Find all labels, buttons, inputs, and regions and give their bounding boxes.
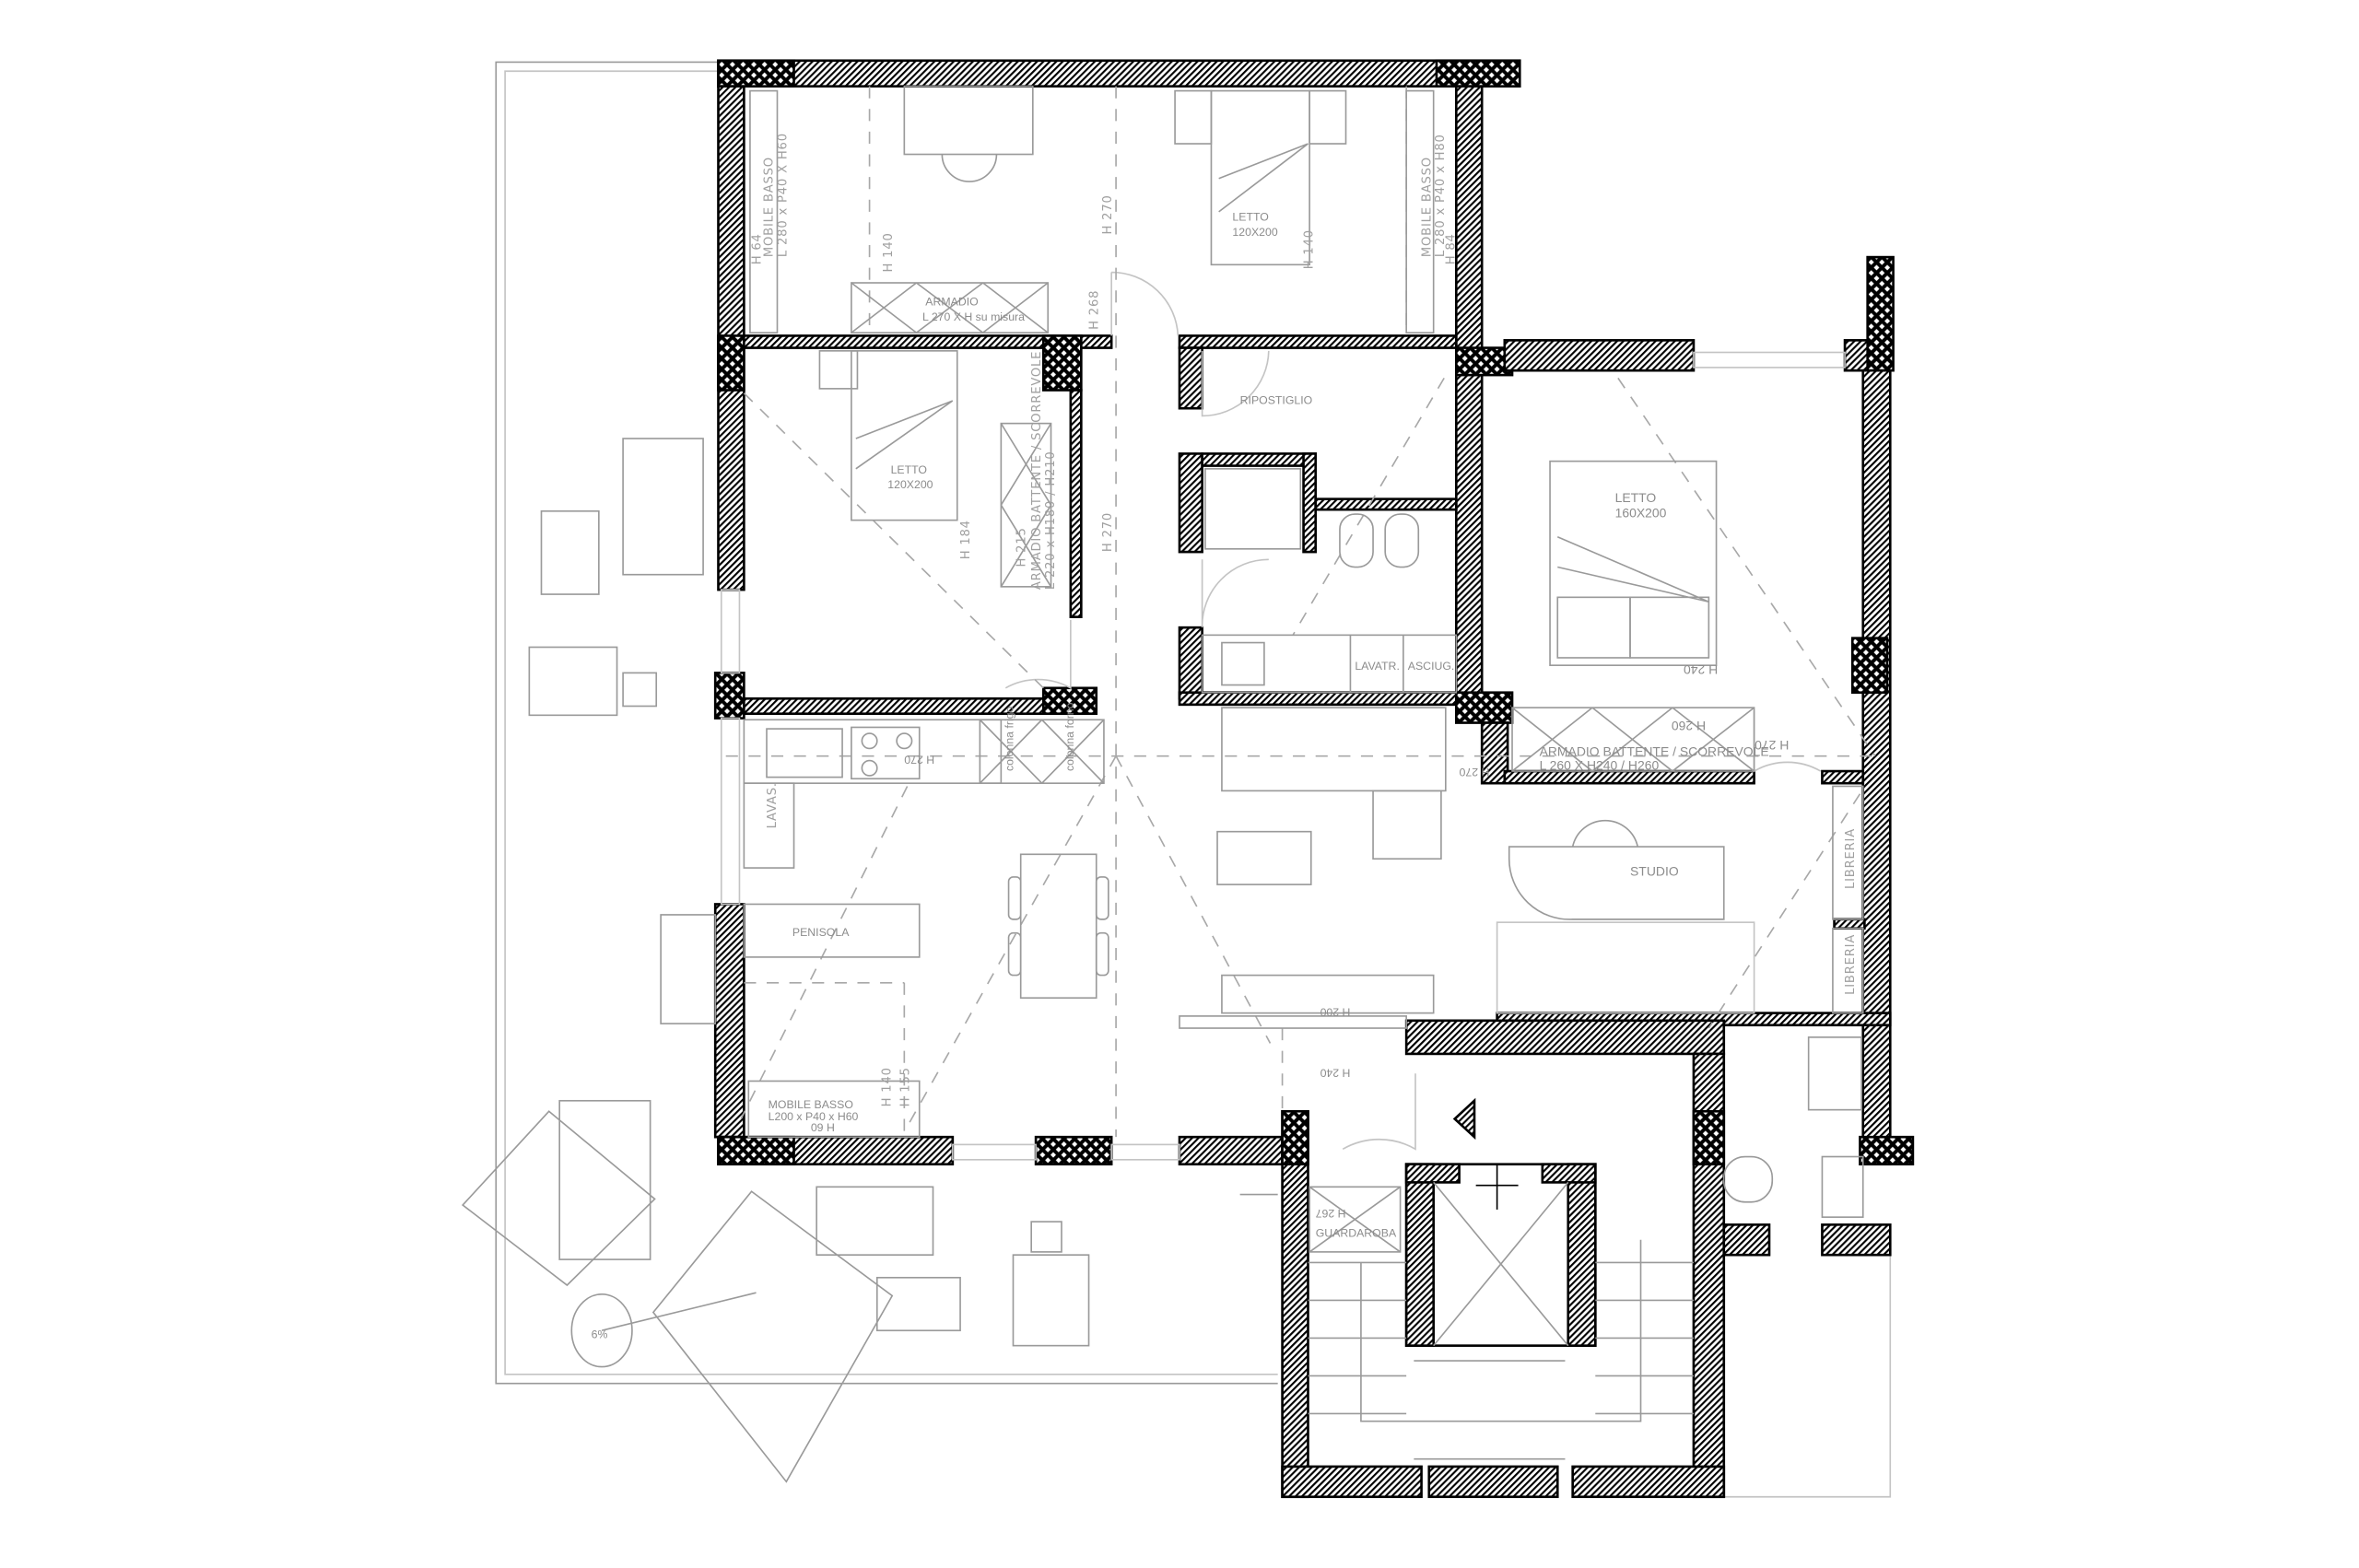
label-height: H 140 — [881, 1067, 895, 1106]
label-height: H 270 — [1459, 766, 1489, 778]
label-height: H 270 — [1101, 194, 1115, 234]
label-armadio: ARMADIO — [925, 296, 978, 309]
label-armadio-dims: L 220 x H180 / H210 — [1044, 451, 1058, 590]
doors — [1004, 271, 1822, 1151]
label-height: H 270 — [1101, 512, 1115, 552]
label-armadio-dims: L 260 X H240 / H260 — [1540, 757, 1660, 772]
label-colonna-forno: colonna forno — [1063, 702, 1076, 771]
label-studio: STUDIO — [1630, 863, 1679, 878]
label-asciugatrice: ASCIUG. — [1408, 660, 1455, 673]
label-height: H 84 — [1445, 233, 1459, 264]
label-height: H 184 — [959, 520, 973, 559]
label-ripostiglio: RIPOSTIGLIO — [1240, 393, 1313, 406]
label-letto: LETTO — [891, 463, 927, 476]
label-height: H 155 — [898, 1067, 912, 1106]
walls — [713, 59, 1915, 1499]
label-height: H 240 — [1684, 662, 1718, 677]
label-height: H 140 — [882, 232, 896, 272]
label-letto: LETTO — [1615, 490, 1657, 505]
label-height: H 270 — [1755, 738, 1789, 753]
room-labels: MOBILE BASSO L 280 x P40 X H60 H 64 H 14… — [592, 133, 1858, 1340]
label-penisola: PENISOLA — [792, 926, 850, 939]
furniture — [461, 85, 1864, 1483]
label-libreria: LIBRERIA — [1844, 828, 1858, 889]
label-height: H 60 — [811, 1120, 835, 1133]
label-mobile-dims: L 280 x P40 x H80 — [1434, 134, 1448, 257]
label-height: H 140 — [1302, 229, 1316, 269]
windows — [720, 351, 1846, 1161]
label-height: H 260 — [1672, 719, 1706, 733]
label-height: H 240 — [1320, 1066, 1350, 1079]
label-height: H 64 — [750, 233, 764, 264]
label-letto-dims: 120X200 — [1232, 226, 1277, 239]
label-height: H 268 — [1087, 290, 1101, 330]
label-lavastoviglie: LAVAS. — [766, 782, 780, 828]
label-letto: LETTO — [1232, 211, 1268, 224]
label-height: H 200 — [1320, 1006, 1350, 1019]
label-armadio: ARMADIO BATTENTE / SCORREVOLE — [1540, 744, 1769, 759]
label-letto-dims: 160X200 — [1615, 505, 1667, 520]
ceiling-guides — [725, 86, 1884, 1138]
label-letto-dims: 120X200 — [887, 478, 933, 491]
label-height: H 270 — [904, 754, 934, 766]
label-colonna-frigo: colonna frigo — [1003, 706, 1015, 771]
label-guardaroba: GUARDAROBA — [1316, 1226, 1397, 1239]
label-libreria: LIBRERIA — [1844, 934, 1858, 995]
label-armadio-dims: L 270 X H su misura — [922, 310, 1025, 323]
label-height: H 267 — [1316, 1207, 1346, 1220]
label-mobile-basso: MOBILE BASSO — [1420, 157, 1434, 257]
label-height: H 215 — [1015, 527, 1029, 567]
label-mobile-basso: MOBILE BASSO — [763, 157, 777, 257]
label-mobile-basso: MOBILE BASSO — [769, 1098, 853, 1111]
label-terrace-slope: 6% — [592, 1328, 608, 1340]
label-mobile-dims: L 280 x P40 X H60 — [776, 133, 790, 257]
label-lavatrice: LAVATR. — [1355, 660, 1400, 673]
label-armadio: ARMADIO BATTENTE / SCORREVOLE — [1030, 351, 1044, 590]
label-mobile-dims: L200 x P40 x H60 — [769, 1110, 859, 1123]
